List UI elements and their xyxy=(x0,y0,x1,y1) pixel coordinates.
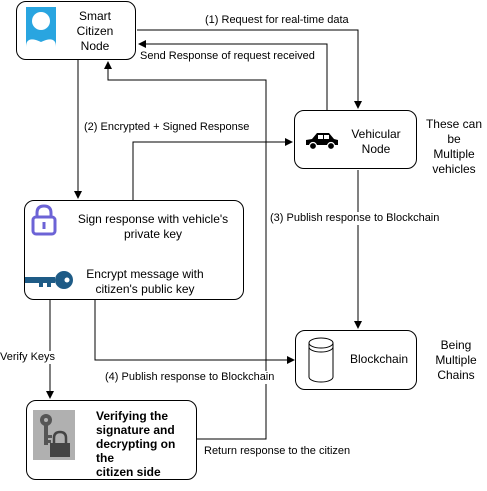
edge-label-encrypted-signed: (2) Encrypted + Signed Response xyxy=(84,121,250,134)
lock-icon xyxy=(31,204,57,236)
vehicular-node: Vehicular Node xyxy=(294,110,417,169)
note-multiple-chains: Being Multiple Chains xyxy=(428,338,484,383)
note-chains-line1: Being xyxy=(440,338,472,352)
encrypt-label-line1: Encrypt message with xyxy=(86,267,204,281)
verify-label-line3: decrypting on xyxy=(96,437,176,451)
edge-encrypted-signed xyxy=(132,138,293,200)
key-lock-icon xyxy=(40,414,70,457)
verify-label-line4: the xyxy=(96,451,114,465)
note-chains-line3: Chains xyxy=(437,368,475,382)
verify-label-line1: Verifying the xyxy=(96,409,169,423)
note-vehicles-line3: Multiple xyxy=(433,147,475,161)
sign-label-line1: Sign response with vehicle's xyxy=(77,212,229,226)
citizen-label-line2: Citizen xyxy=(76,24,114,38)
note-multiple-vehicles: These can be Multiple vehicles xyxy=(423,117,485,177)
edge-return xyxy=(104,61,267,440)
smart-citizen-node: Smart Citizen Node xyxy=(16,1,136,60)
car-icon xyxy=(306,133,338,151)
vehicular-label-line2: Node xyxy=(361,142,391,156)
edge-label-publish3: (3) Publish response to Blockchain xyxy=(270,212,440,225)
note-vehicles-line2: be xyxy=(447,132,461,146)
edge-label-return: Return response to the citizen xyxy=(204,445,351,458)
edge-label-verify-keys: Verify Keys xyxy=(0,351,56,364)
edge-label-request: (1) Request for real-time data xyxy=(205,14,349,27)
sign-encrypt-node: Sign response with vehicle's private key… xyxy=(24,200,244,300)
vehicular-label-line1: Vehicular xyxy=(351,127,401,141)
citizen-label-line3: Node xyxy=(80,39,110,53)
edge-label-send-response: Send Response of request received xyxy=(140,50,315,63)
blockchain-node: Blockchain xyxy=(295,330,417,390)
key-icon xyxy=(25,271,73,289)
citizen-label-line1: Smart xyxy=(78,9,111,23)
note-chains-line2: Multiple xyxy=(435,353,477,367)
encrypt-label-line2: citizen's public key xyxy=(95,282,195,296)
database-icon xyxy=(308,337,334,383)
edge-send-response xyxy=(138,40,328,110)
verify-label-line2: signature and xyxy=(96,423,175,437)
vault-icon xyxy=(33,410,75,460)
edge-label-publish4: (4) Publish response to Blockchain xyxy=(105,371,275,384)
citizen-user-icon xyxy=(26,7,56,55)
verify-label-line5: citizen side xyxy=(96,465,161,479)
blockchain-label: Blockchain xyxy=(350,352,409,366)
verify-node: Verifying the signature and decrypting o… xyxy=(26,400,197,480)
note-vehicles-line4: vehicles xyxy=(432,162,476,176)
note-vehicles-line1: These can xyxy=(425,117,483,131)
sign-label-line2: private key xyxy=(123,227,183,241)
edge-publish4 xyxy=(94,300,295,364)
edge-request xyxy=(137,29,362,109)
